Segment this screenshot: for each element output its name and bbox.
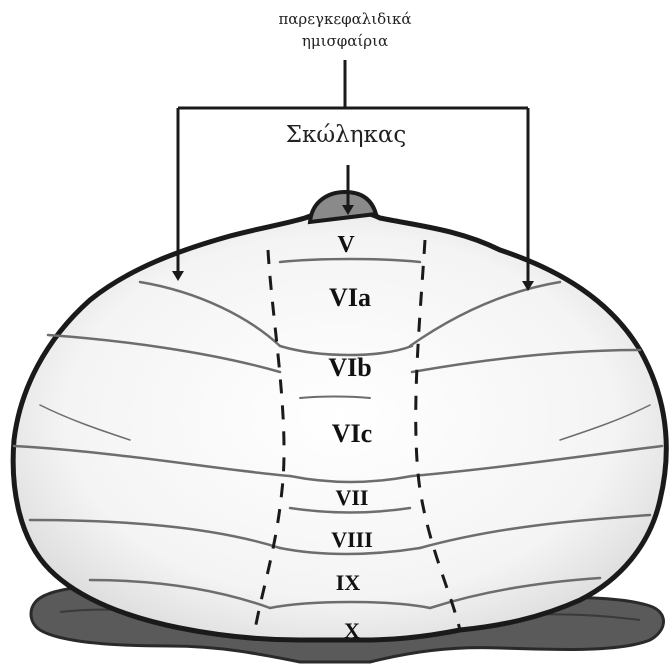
lobule-label-x: X — [344, 618, 360, 643]
lobule-label-vib: VIb — [328, 353, 371, 382]
label-hemispheres-line1: παρεγκεφαλιδικά — [278, 10, 411, 28]
lobule-label-vic: VIc — [332, 419, 372, 448]
label-vermis: Σκώληκας — [286, 122, 407, 148]
lobule-label-ix: IX — [336, 570, 361, 595]
lobule-label-v: V — [337, 232, 355, 258]
label-hemispheres-line2: ημισφαίρια — [302, 32, 388, 50]
lobule-label-viii: VIII — [331, 527, 373, 552]
lobule-label-via: VIa — [329, 283, 371, 312]
lobule-label-vii: VII — [335, 485, 368, 510]
